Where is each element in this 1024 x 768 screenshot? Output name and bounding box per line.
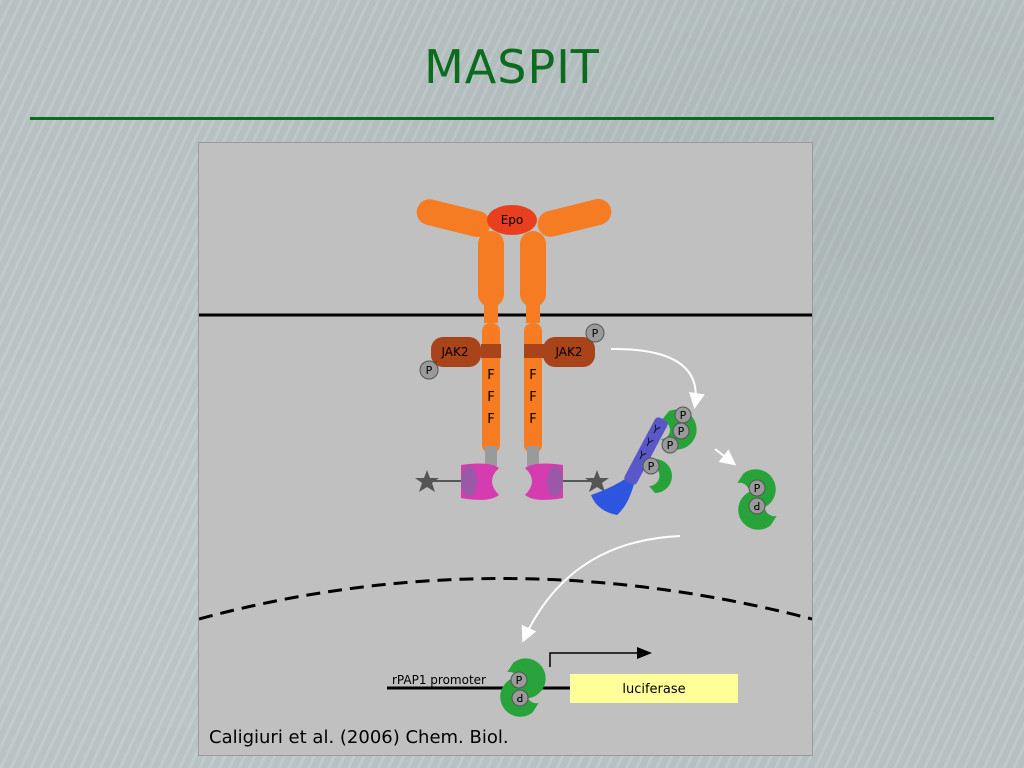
stat-phospho-4-label: P — [648, 460, 655, 473]
arrow-jak2-to-stat — [610, 347, 705, 409]
cytoplasmic-tail-right — [524, 323, 542, 453]
jak2-left-label: JAK2 — [440, 345, 468, 359]
linker-left — [485, 446, 497, 466]
bait-left-star-icon — [415, 470, 439, 492]
epo-ligand — [487, 205, 537, 235]
stat-bound-2 — [649, 459, 672, 493]
jak2-left — [431, 337, 481, 367]
tm-segment-left — [484, 303, 498, 323]
cytoplasmic-tail-left — [482, 323, 500, 453]
jak2-right-box1 — [524, 344, 544, 358]
jak2-right — [543, 337, 595, 367]
stat-dimer-phospho-2-label: P — [753, 499, 760, 512]
stat-dimer-phospho-1-label: P — [754, 482, 761, 495]
tm-segment-right — [526, 303, 540, 323]
epo-label: Epo — [501, 213, 524, 227]
citation: Caligiuri et al. (2006) Chem. Biol. — [209, 727, 509, 748]
receptor-domain-right — [520, 231, 546, 307]
residue-f-left-3: F — [487, 412, 494, 427]
diagram-canvas: Epo F F F F F F JAK2 JAK2 P P — [199, 198, 812, 717]
residue-f-left-1: F — [487, 368, 494, 383]
residue-f-left-2: F — [487, 390, 494, 405]
stat-nucleus-phospho-1-label: P — [516, 674, 523, 687]
prey-protein — [591, 471, 637, 515]
receptor-domain-left — [478, 231, 504, 307]
stat-phospho-2 — [672, 422, 690, 440]
jak2-left-phospho — [419, 360, 439, 380]
page-title: MASPIT — [424, 40, 600, 94]
stat-dimer-phospho-2 — [748, 497, 766, 515]
receptor-arm-right — [537, 198, 612, 237]
linker-right — [527, 446, 539, 466]
receptor-arm-left — [416, 199, 491, 238]
maspit-diagram: Epo F F F F F F JAK2 JAK2 P P — [198, 142, 813, 756]
bait-left-pocket — [461, 466, 477, 496]
stat-phospho-2-label: P — [678, 425, 685, 438]
jak2-left-box1 — [481, 344, 501, 358]
arrow-stat-release — [714, 448, 737, 466]
jak2-right-label: JAK2 — [554, 345, 582, 359]
stat-dimer-phospho-1 — [748, 479, 766, 497]
bait-right-pocket — [547, 466, 563, 496]
transcription-start-arrow — [549, 647, 652, 667]
arrow-to-nucleus — [521, 535, 681, 643]
residue-f-right-1: F — [529, 368, 536, 383]
stat-nucleus-phospho-2 — [511, 689, 529, 707]
stat-phospho-3 — [661, 436, 679, 454]
bait-right-star-icon — [585, 470, 609, 492]
residue-f-right-2: F — [529, 390, 536, 405]
promoter-label: rPAP1 promoter — [392, 673, 486, 687]
prey-linker — [624, 417, 668, 485]
nuclear-membrane — [199, 577, 812, 621]
jak2-right-phospho-label: P — [592, 327, 599, 340]
jak2-left-phospho-label: P — [426, 364, 433, 377]
stat-phospho-4 — [642, 457, 660, 475]
stat-phospho-1-label: P — [680, 409, 687, 422]
stat-nucleus-phospho-2-label: P — [516, 691, 523, 704]
residue-f-right-3: F — [529, 412, 536, 427]
stat-nucleus-phospho-1 — [510, 671, 528, 689]
stat-phospho-3-label: P — [667, 439, 674, 452]
luciferase-label: luciferase — [622, 682, 685, 697]
jak2-right-phospho — [585, 323, 605, 343]
title-divider — [30, 117, 994, 120]
luciferase-box — [570, 674, 738, 703]
